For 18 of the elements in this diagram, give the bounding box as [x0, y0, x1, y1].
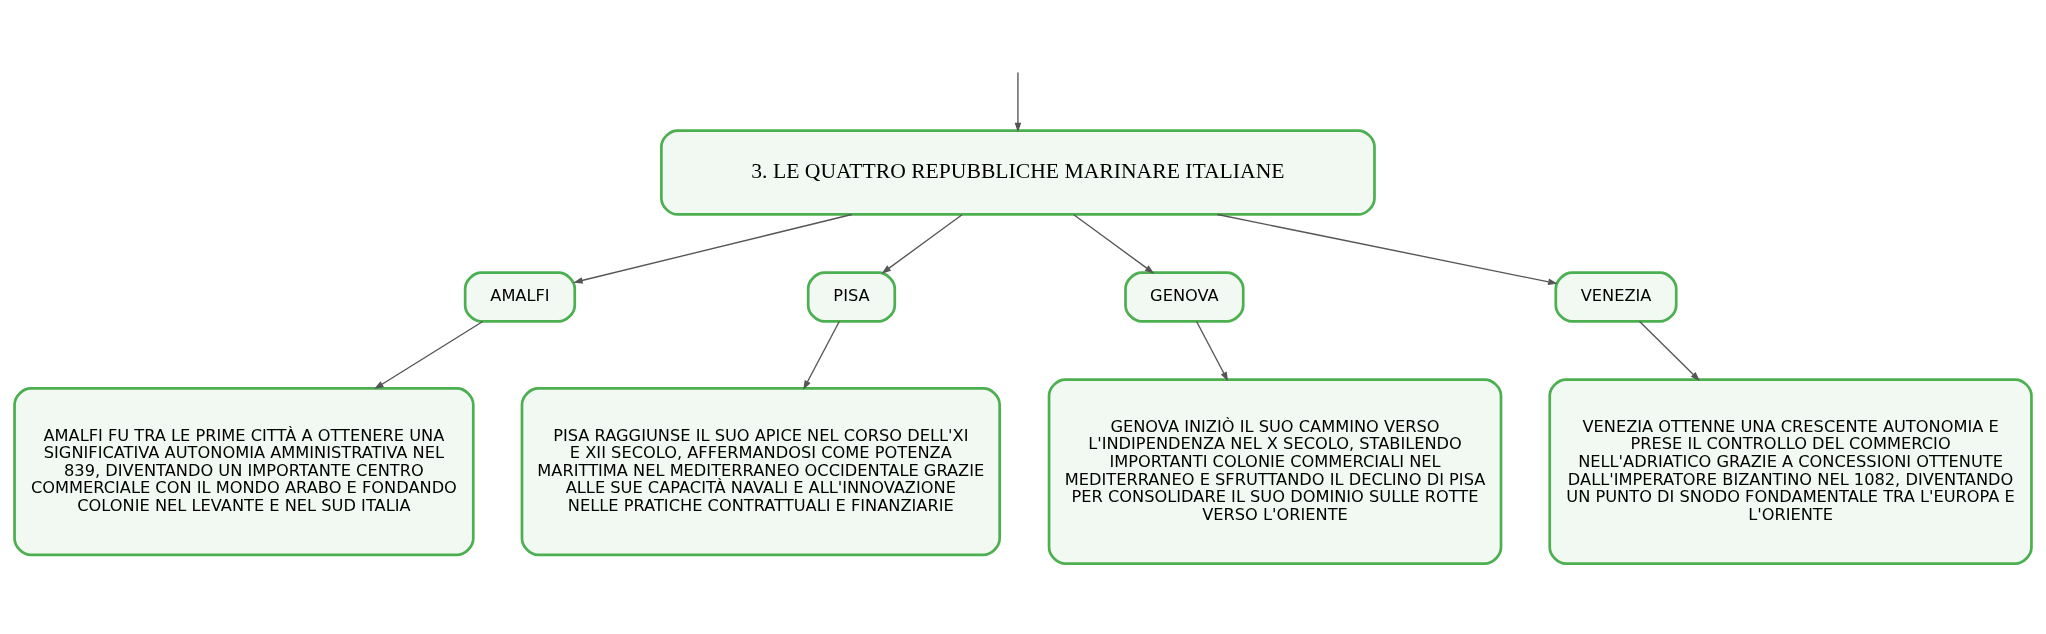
arrow	[803, 320, 840, 390]
arrow	[374, 320, 484, 389]
arrow	[881, 213, 963, 274]
node-box: PISA	[806, 270, 897, 323]
node-box: VENEZIA	[1554, 270, 1678, 323]
node-box: 3. LE QUATTRO REPUBBLICHE MARINARE ITALIANE	[660, 128, 1376, 216]
arrow	[1195, 320, 1229, 381]
arrow	[1073, 213, 1155, 274]
node-box: VENEZIA OTTENNE UNA CRESCENTE AUTONOMIA E PRESE IL CONTROLLO DEL COMMERCIO NELL'ADRIATICO GRAZIE A CONCESSIONI OTTENUTE DALL'IMPERATORE BIZANTINO NEL 1082, DIVENTANDO UN PUNTO DI SNODO FONDAMENTALE TRA L'EUROPA E L'ORIENTE	[1548, 377, 2033, 565]
node-box: PISA RAGGIUNSE IL SUO APICE NEL CORSO DELL'XI E XII SECOLO, AFFERMANDOSI COME POTENZA MARITTIMA NEL MEDITERRANEO OCCIDENTALE GRAZIE ALLE SUE CAPACITÀ NAVALI E ALL'INNOVAZIONE NELLE PRATICHE CONTRATTUALI E FINANZIARIE	[520, 386, 1001, 556]
node-box: AMALFI FU TRA LE PRIME CITTÀ A OTTENERE UNA SIGNIFICATIVA AUTONOMIA AMMINISTRATIVA NEL 839, DIVENTANDO UN IMPORTANTE CENTRO COMMERCIALE CON IL MONDO ARABO E FONDANDO COLONIE NEL LEVANTE E NEL SUD ITALIA	[13, 386, 475, 556]
node-box: AMALFI	[463, 270, 577, 323]
node-box: GENOVA INIZIÒ IL SUO CAMMINO VERSO L'INDIPENDENZA NEL X SECOLO, STABILENDO IMPORTANTI COLONIE COMMERCIALI NEL MEDITERRANEO E SFRUTTANDO IL DECLINO DI PISA PER CONSOLIDARE IL SUO DOMINIO SULLE ROTTE VERSO L'ORIENTE	[1047, 377, 1503, 565]
arrow	[1014, 71, 1022, 132]
arrow	[573, 213, 853, 284]
arrow	[1638, 320, 1700, 381]
arrow	[1216, 213, 1558, 285]
node-box: GENOVA	[1124, 270, 1245, 323]
